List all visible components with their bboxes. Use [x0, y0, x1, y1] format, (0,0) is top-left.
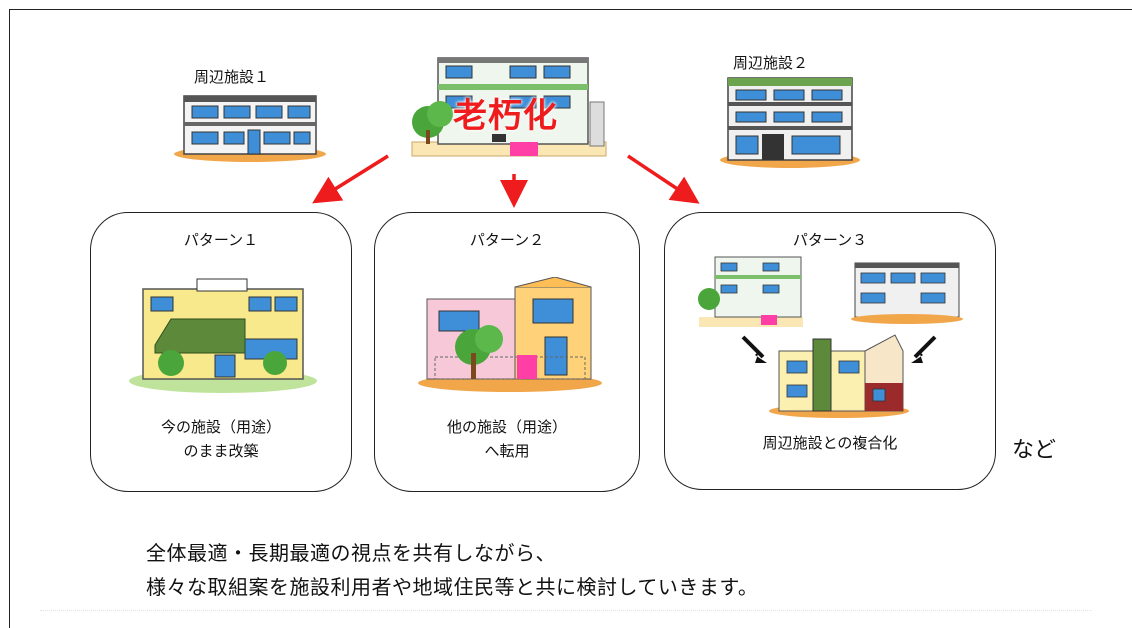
pattern2-caption: 他の施設（用途） へ転用	[446, 418, 567, 460]
pattern3-panel: パターン３ 周辺施設との複合化	[664, 212, 996, 490]
pattern3-caption: 周辺施設との複合化	[762, 434, 898, 452]
aging-label: 老朽化	[453, 96, 558, 136]
dotted-divider	[40, 610, 1092, 611]
converted-building-icon	[418, 277, 602, 392]
arrow-to-pattern1	[312, 154, 389, 204]
pattern2-title: パターン２	[469, 231, 545, 249]
rebuilt-building-icon	[129, 278, 317, 393]
facility2-label: 周辺施設２	[733, 54, 809, 72]
pattern3-title: パターン３	[792, 231, 868, 249]
facility2-building-icon	[720, 77, 860, 168]
summary-line-2: 様々な取組案を施設利用者や地域住民等と共に検討していきます。	[146, 575, 759, 599]
combined-facilities-icon	[698, 256, 963, 418]
diagram-frame	[9, 9, 1132, 628]
pattern1-title: パターン１	[183, 231, 259, 249]
etc-label: など	[1012, 438, 1057, 463]
arrow-to-pattern3	[627, 154, 700, 204]
pattern1-panel: パターン１ 今の施設（用途） のまま改築	[90, 212, 352, 492]
summary-text: 全体最適・長期最適の視点を共有しながら、 様々な取組案を施設利用者や地域住民等と…	[146, 536, 758, 604]
branch-arrows	[312, 154, 700, 208]
pattern1-caption: 今の施設（用途） のまま改築	[160, 418, 281, 460]
old-building-icon	[411, 57, 607, 157]
pattern2-panel: パターン２ 他の施設（用途） へ転用	[374, 212, 640, 492]
facility1-building-icon	[174, 95, 326, 162]
summary-line-1: 全体最適・長期最適の視点を共有しながら、	[146, 541, 556, 565]
facility1-label: 周辺施設１	[194, 68, 270, 86]
